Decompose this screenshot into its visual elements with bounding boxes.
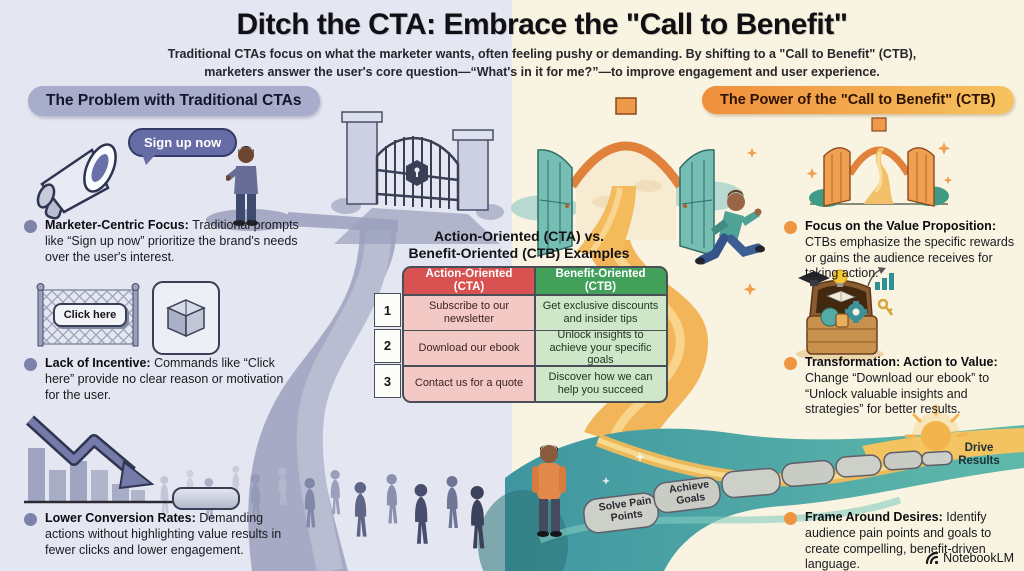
right-section-heading: The Power of the "Call to Benefit" (CTB) xyxy=(702,86,1014,114)
cta-cell: Subscribe to our newsletter xyxy=(404,295,534,330)
left-bullet-3: Lower Conversion Rates: Demanding action… xyxy=(24,511,316,558)
subtitle-line-1: Traditional CTAs focus on what the marke… xyxy=(167,47,917,61)
right-bullet-1: Focus on the Value Proposition: CTBs emp… xyxy=(784,219,1024,282)
cta-column-header: Action-Oriented (CTA) xyxy=(404,268,534,294)
ctb-cell: Get exclusive discounts and insider tips xyxy=(535,295,666,330)
package-box-icon xyxy=(152,281,220,355)
row-number: 3 xyxy=(374,364,401,398)
bullet-text: Frame Around Desires: Identify audience … xyxy=(805,510,992,571)
ctb-cell: Discover how we can help you succeed xyxy=(535,366,666,401)
megaphone-icon xyxy=(36,143,117,220)
bullet-text: Lower Conversion Rates: Demanding action… xyxy=(45,511,282,557)
sun-icon xyxy=(904,404,968,460)
click-here-button: Click here xyxy=(53,303,127,327)
right-bullet-2: Transformation: Action to Value: Change … xyxy=(784,355,1024,418)
bullet-dot-icon xyxy=(784,357,797,370)
notebooklm-logo-icon xyxy=(926,551,939,565)
bullet-text: Transformation: Action to Value: Change … xyxy=(805,355,998,417)
bullet-dot-icon xyxy=(24,513,37,526)
bullet-dot-icon xyxy=(24,220,37,233)
bullet-text: Focus on the Value Proposition: CTBs emp… xyxy=(805,219,1015,281)
row-number: 2 xyxy=(374,328,401,363)
left-bullet-2: Lack of Incentive: Commands like “Click … xyxy=(24,356,316,403)
table-title-line-1: Action-Oriented (CTA) vs. xyxy=(433,228,605,244)
standing-person xyxy=(226,146,258,226)
bullet-dot-icon xyxy=(784,221,797,234)
open-gate-large-icon xyxy=(537,97,715,258)
blank-button-pill xyxy=(172,487,240,510)
closed-gate-icon xyxy=(331,111,504,244)
graduation-cap-icon xyxy=(798,271,830,285)
person-at-river xyxy=(532,444,566,537)
running-person xyxy=(695,189,765,265)
open-gate-small-icon xyxy=(806,117,953,207)
cta-cell: Contact us for a quote xyxy=(404,366,534,401)
cta-cell: Download our ebook xyxy=(404,331,534,365)
table-row-numbers: 1 2 3 xyxy=(374,293,401,398)
ctb-cell: Unlock insights to achieve your specific… xyxy=(535,329,666,366)
page-title: Ditch the CTA: Embrace the "Call to Bene… xyxy=(236,8,848,41)
watermark-label: NotebookLM xyxy=(943,551,1014,565)
speech-bubble: Sign up now xyxy=(128,128,238,165)
table-title: Action-Oriented (CTA) vs. Benefit-Orient… xyxy=(374,228,664,262)
declining-bar-chart-icon xyxy=(24,415,176,504)
left-section-heading: The Problem with Traditional CTAs xyxy=(28,86,320,116)
key-icon xyxy=(877,298,893,316)
right-bullet-3: Frame Around Desires: Identify audience … xyxy=(784,510,1024,571)
stone-label-drive-results: Drive Results xyxy=(958,442,1000,467)
bullet-text: Lack of Incentive: Commands like “Click … xyxy=(45,356,284,402)
comparison-table: Action-Oriented (CTA) Benefit-Oriented (… xyxy=(402,266,668,403)
row-number: 1 xyxy=(374,293,401,327)
page-subtitle: Traditional CTAs focus on what the marke… xyxy=(80,46,1004,81)
subtitle-line-2: marketers answer the user's core questio… xyxy=(204,64,880,79)
ctb-column-header: Benefit-Oriented (CTB) xyxy=(535,268,666,294)
table-title-line-2: Benefit-Oriented (CTB) Examples xyxy=(408,244,630,261)
cube-icon xyxy=(166,299,206,338)
bullet-text: Marketer-Centric Focus: Traditional prom… xyxy=(45,218,299,264)
watermark: NotebookLM xyxy=(925,551,1014,565)
treasure-chest-icon xyxy=(796,267,894,361)
bullet-dot-icon xyxy=(24,358,37,371)
growth-chart-icon xyxy=(875,273,894,290)
stepping-stones xyxy=(583,450,953,534)
left-bullet-1: Marketer-Centric Focus: Traditional prom… xyxy=(24,218,316,265)
header: Ditch the CTA: Embrace the "Call to Bene… xyxy=(80,8,1004,81)
bullet-dot-icon xyxy=(784,512,797,525)
